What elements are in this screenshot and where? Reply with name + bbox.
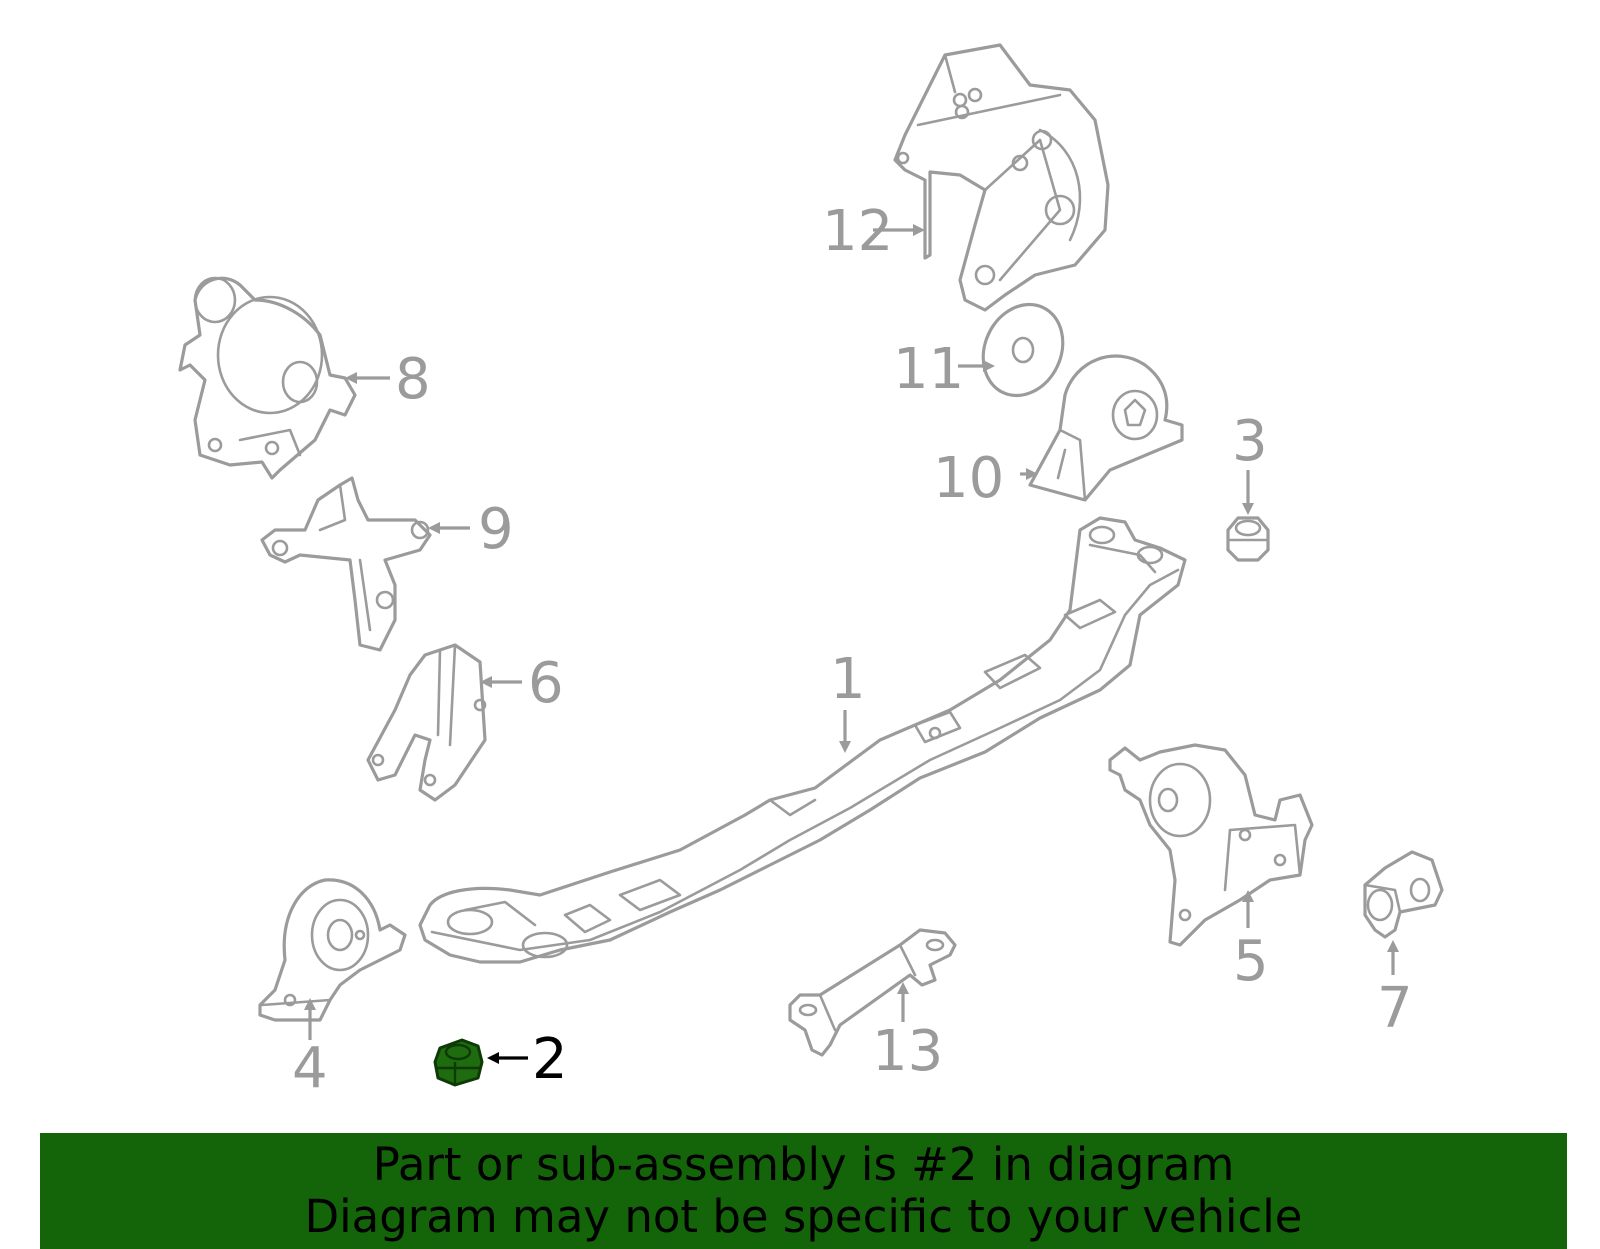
banner-line-disclaimer: Diagram may not be specific to your vehi… bbox=[304, 1190, 1303, 1243]
part-9-bracket[interactable] bbox=[260, 476, 432, 652]
callout-13[interactable]: 13 bbox=[872, 1019, 943, 1084]
callout-12[interactable]: 12 bbox=[822, 199, 893, 264]
callout-labels: 12 11 10 3 8 9 6 1 4 2 13 5 7 bbox=[292, 199, 1413, 1101]
info-banner: Part or sub-assembly is #2 in diagram Di… bbox=[40, 1133, 1567, 1249]
callout-4[interactable]: 4 bbox=[292, 1036, 328, 1101]
part-8-engine-mount[interactable] bbox=[178, 276, 357, 480]
part-3-nut[interactable] bbox=[1226, 516, 1270, 562]
callout-10[interactable]: 10 bbox=[933, 446, 1004, 511]
part-7-mount[interactable] bbox=[1363, 850, 1444, 939]
part-11-washer[interactable] bbox=[969, 291, 1078, 408]
callout-arrows bbox=[304, 224, 1399, 1064]
banner-line-part: Part or sub-assembly is #2 in diagram bbox=[372, 1138, 1235, 1191]
part-10-mount[interactable] bbox=[1028, 354, 1184, 502]
callout-8[interactable]: 8 bbox=[395, 347, 431, 412]
part-12-bracket[interactable] bbox=[893, 43, 1110, 312]
callout-7[interactable]: 7 bbox=[1377, 976, 1413, 1041]
part-6-bracket[interactable] bbox=[366, 643, 487, 802]
callout-2[interactable]: 2 bbox=[532, 1027, 568, 1092]
callout-9[interactable]: 9 bbox=[478, 497, 514, 562]
callout-6[interactable]: 6 bbox=[528, 651, 564, 716]
parts-diagram: 12 11 10 3 8 9 6 1 4 2 13 5 7 bbox=[178, 43, 1444, 1101]
callout-1[interactable]: 1 bbox=[830, 647, 866, 712]
callout-3[interactable]: 3 bbox=[1232, 409, 1268, 474]
callout-11[interactable]: 11 bbox=[893, 337, 964, 402]
part-13-rod[interactable] bbox=[788, 928, 957, 1057]
part-4-mount[interactable] bbox=[258, 878, 407, 1022]
part-1-crossmember[interactable] bbox=[418, 516, 1187, 964]
part-2-nut[interactable] bbox=[433, 1038, 484, 1087]
callout-5[interactable]: 5 bbox=[1233, 929, 1269, 994]
part-5-mount[interactable] bbox=[1108, 743, 1314, 947]
